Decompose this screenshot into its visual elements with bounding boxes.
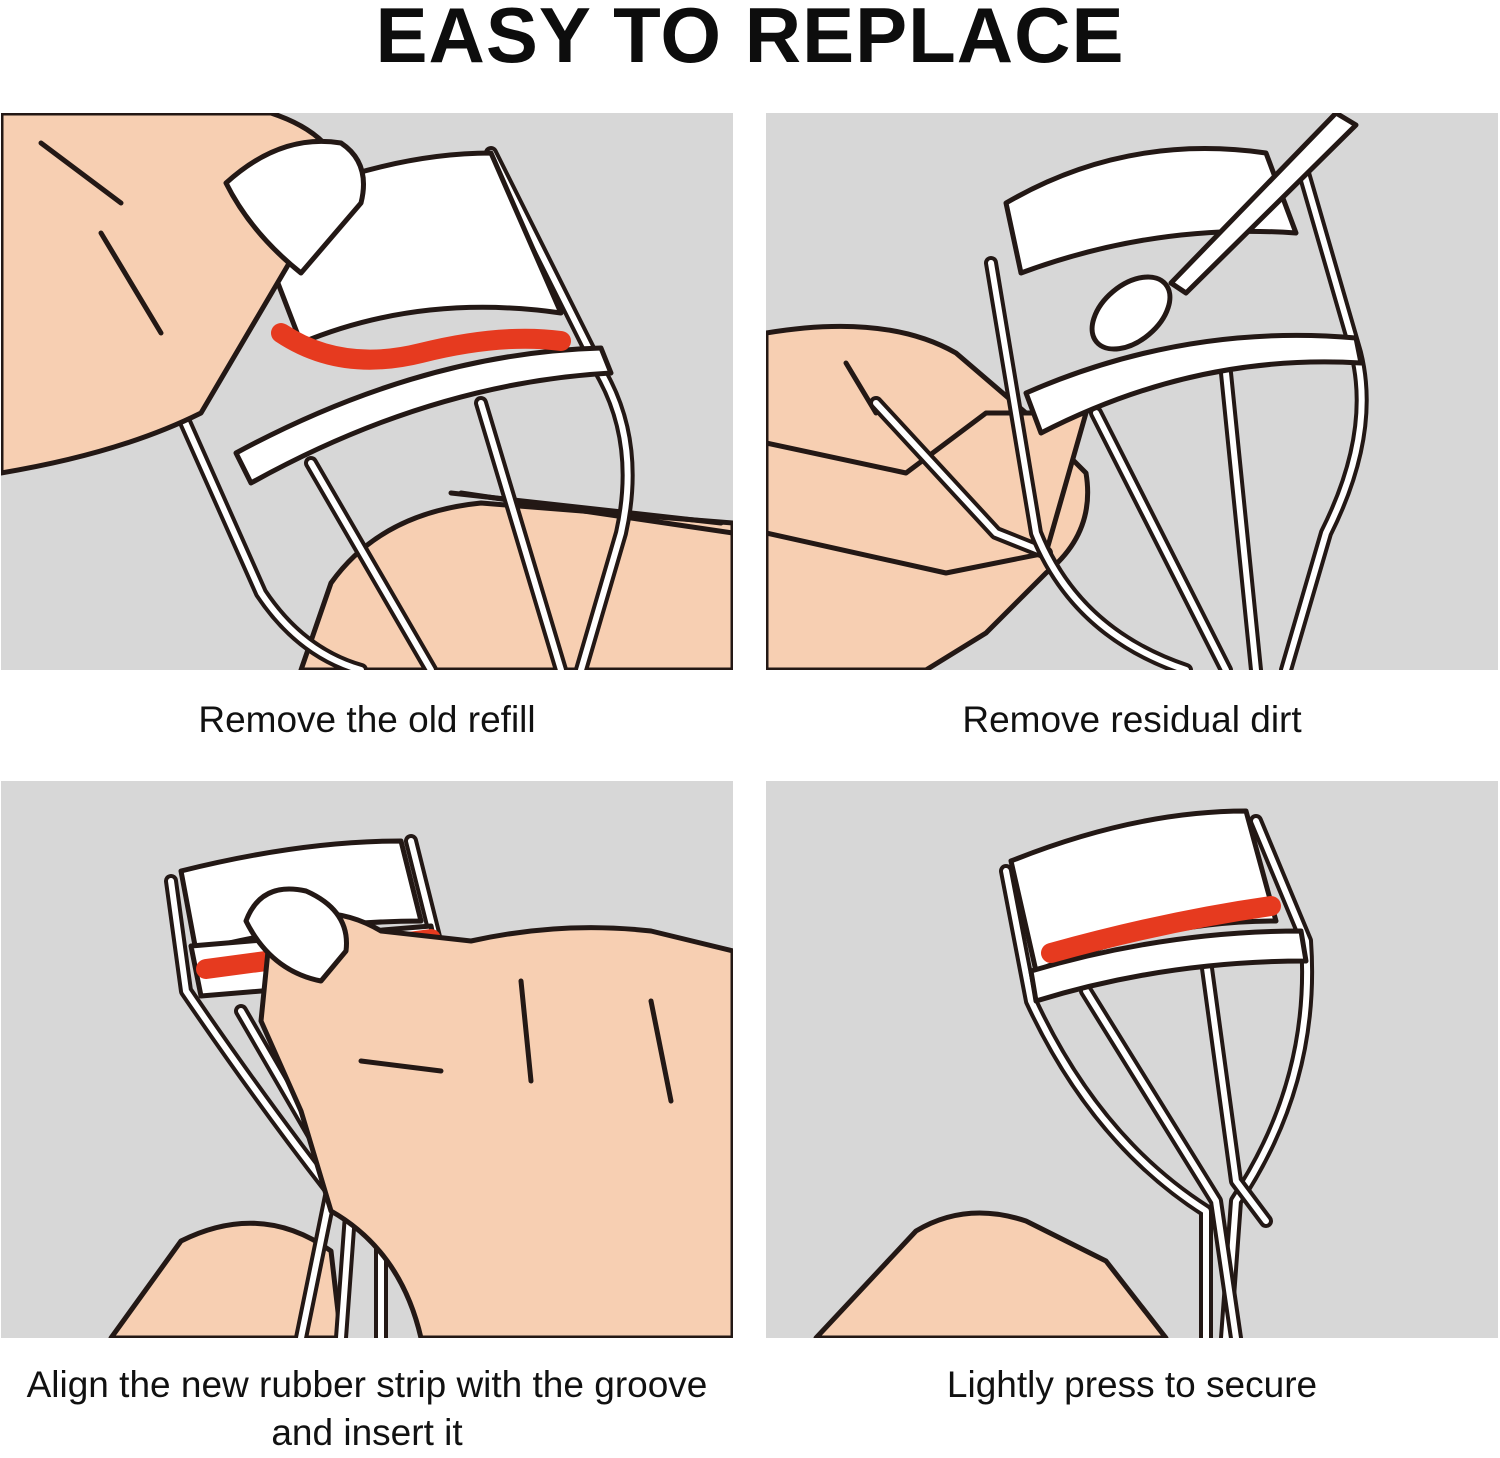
page-title: EASY TO REPLACE	[375, 0, 1125, 79]
step-3-illustration	[1, 781, 733, 1338]
step-1-illustration	[1, 113, 733, 670]
step-4-illustration	[766, 781, 1498, 1338]
step-2-illustration	[766, 113, 1498, 670]
step-1-caption: Remove the old refill	[198, 699, 536, 740]
step-4-caption: Lightly press to secure	[946, 1364, 1318, 1405]
step-3-caption: Align the new rubber strip with the groo…	[26, 1364, 708, 1453]
step-2-caption: Remove residual dirt	[962, 699, 1302, 740]
